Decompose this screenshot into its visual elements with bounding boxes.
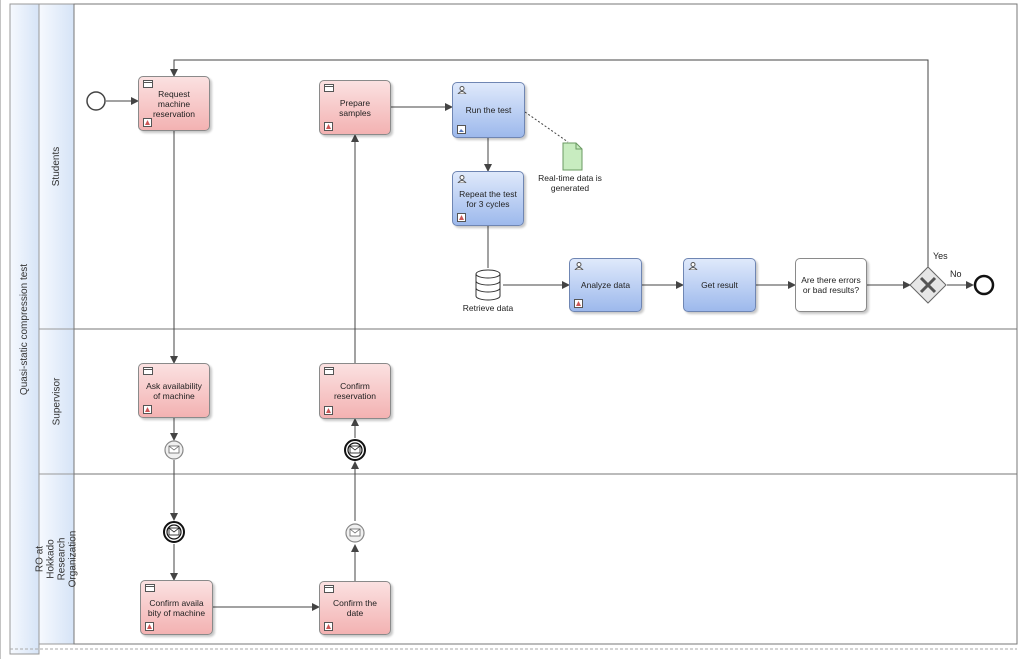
user-task-icon	[324, 84, 334, 92]
lane-header-supervisor	[38, 328, 75, 475]
lane-ro	[73, 473, 1018, 645]
sequence-flows	[106, 59, 974, 611]
lane-header-students	[38, 3, 75, 330]
association-run-to-data	[524, 111, 569, 143]
task-ask-availability[interactable]: Ask availability of machine	[138, 363, 210, 418]
lane-label-ro-text: RO at Hokkado Research Organization	[34, 530, 79, 588]
task-confirm-date[interactable]: Confirm the date	[319, 581, 391, 635]
task-marker-icon	[145, 622, 154, 631]
message-throw-event-ro	[345, 523, 365, 543]
task-confirm-date-label: Confirm the date	[333, 598, 377, 618]
task-get-result-label: Get result	[701, 280, 738, 290]
lane-label-supervisor-text: Supervisor	[51, 377, 62, 426]
person-icon	[457, 175, 467, 183]
person-icon	[574, 262, 584, 270]
lane-label-ro: RO at Hokkado Research Organization	[35, 474, 79, 644]
message-throw-event-supervisor	[164, 440, 184, 460]
task-confirm-availability[interactable]: Confirm availa bity of machine	[140, 580, 213, 635]
task-marker-icon	[574, 299, 583, 308]
task-errors-question[interactable]: Are there errors or bad results?	[795, 258, 867, 312]
lane-label-students: Students	[39, 4, 74, 329]
task-get-result[interactable]: Get result	[683, 258, 756, 312]
end-event	[973, 274, 995, 296]
task-marker-icon	[324, 622, 333, 631]
task-run-test[interactable]: Run the test	[452, 82, 525, 138]
data-store-label: Retrieve data	[462, 303, 514, 313]
image-marker-icon	[457, 125, 466, 134]
task-analyze-data[interactable]: Analyze data	[569, 258, 642, 312]
person-icon	[688, 262, 698, 270]
lane-label-students-text: Students	[51, 146, 63, 187]
user-task-icon	[324, 585, 334, 593]
task-request-reservation[interactable]: Request machine reservation	[138, 76, 210, 131]
task-marker-icon	[324, 406, 333, 415]
data-object-icon	[562, 142, 583, 171]
task-marker-icon	[324, 122, 333, 131]
user-task-icon	[143, 367, 153, 375]
task-marker-icon	[143, 405, 152, 414]
user-task-icon	[324, 367, 334, 375]
gateway-yes-label: Yes	[933, 251, 948, 261]
gateway-no-label: No	[950, 269, 962, 279]
task-repeat-test-label: Repeat the test for 3 cycles	[459, 188, 517, 209]
start-event	[86, 91, 106, 111]
task-errors-question-label: Are there errors or bad results?	[801, 275, 861, 295]
task-request-reservation-label: Request machine reservation	[152, 88, 196, 119]
data-object-label: Real-time data is generated	[538, 173, 602, 193]
task-ask-availability-label: Ask availability of machine	[146, 380, 202, 401]
data-store-icon	[475, 269, 501, 301]
task-confirm-reservation[interactable]: Confirm reservation	[319, 363, 391, 419]
lane-label-supervisor: Supervisor	[39, 329, 74, 474]
lane-supervisor	[73, 328, 1018, 475]
task-run-test-label: Run the test	[465, 105, 512, 115]
task-prepare-samples-label: Prepare samples	[339, 97, 371, 118]
task-prepare-samples[interactable]: Prepare samples	[319, 80, 391, 135]
task-marker-icon	[143, 118, 152, 127]
pool-header	[9, 3, 40, 655]
task-confirm-availability-label: Confirm availa bity of machine	[147, 597, 206, 618]
message-catch-event-supervisor	[344, 439, 366, 461]
task-confirm-reservation-label: Confirm reservation	[333, 381, 377, 401]
user-task-icon	[143, 80, 153, 88]
person-icon	[457, 86, 467, 94]
user-task-icon	[145, 584, 155, 592]
message-catch-event-ro	[163, 521, 185, 543]
pool-label-text: Quasi-static compression test	[19, 263, 31, 395]
exclusive-gateway	[909, 266, 947, 304]
lane-students	[73, 3, 1018, 330]
flow-gateway-loop-back	[170, 59, 929, 267]
task-marker-icon	[457, 213, 466, 222]
task-repeat-test[interactable]: Repeat the test for 3 cycles	[452, 171, 524, 226]
task-analyze-data-label: Analyze data	[580, 280, 631, 290]
